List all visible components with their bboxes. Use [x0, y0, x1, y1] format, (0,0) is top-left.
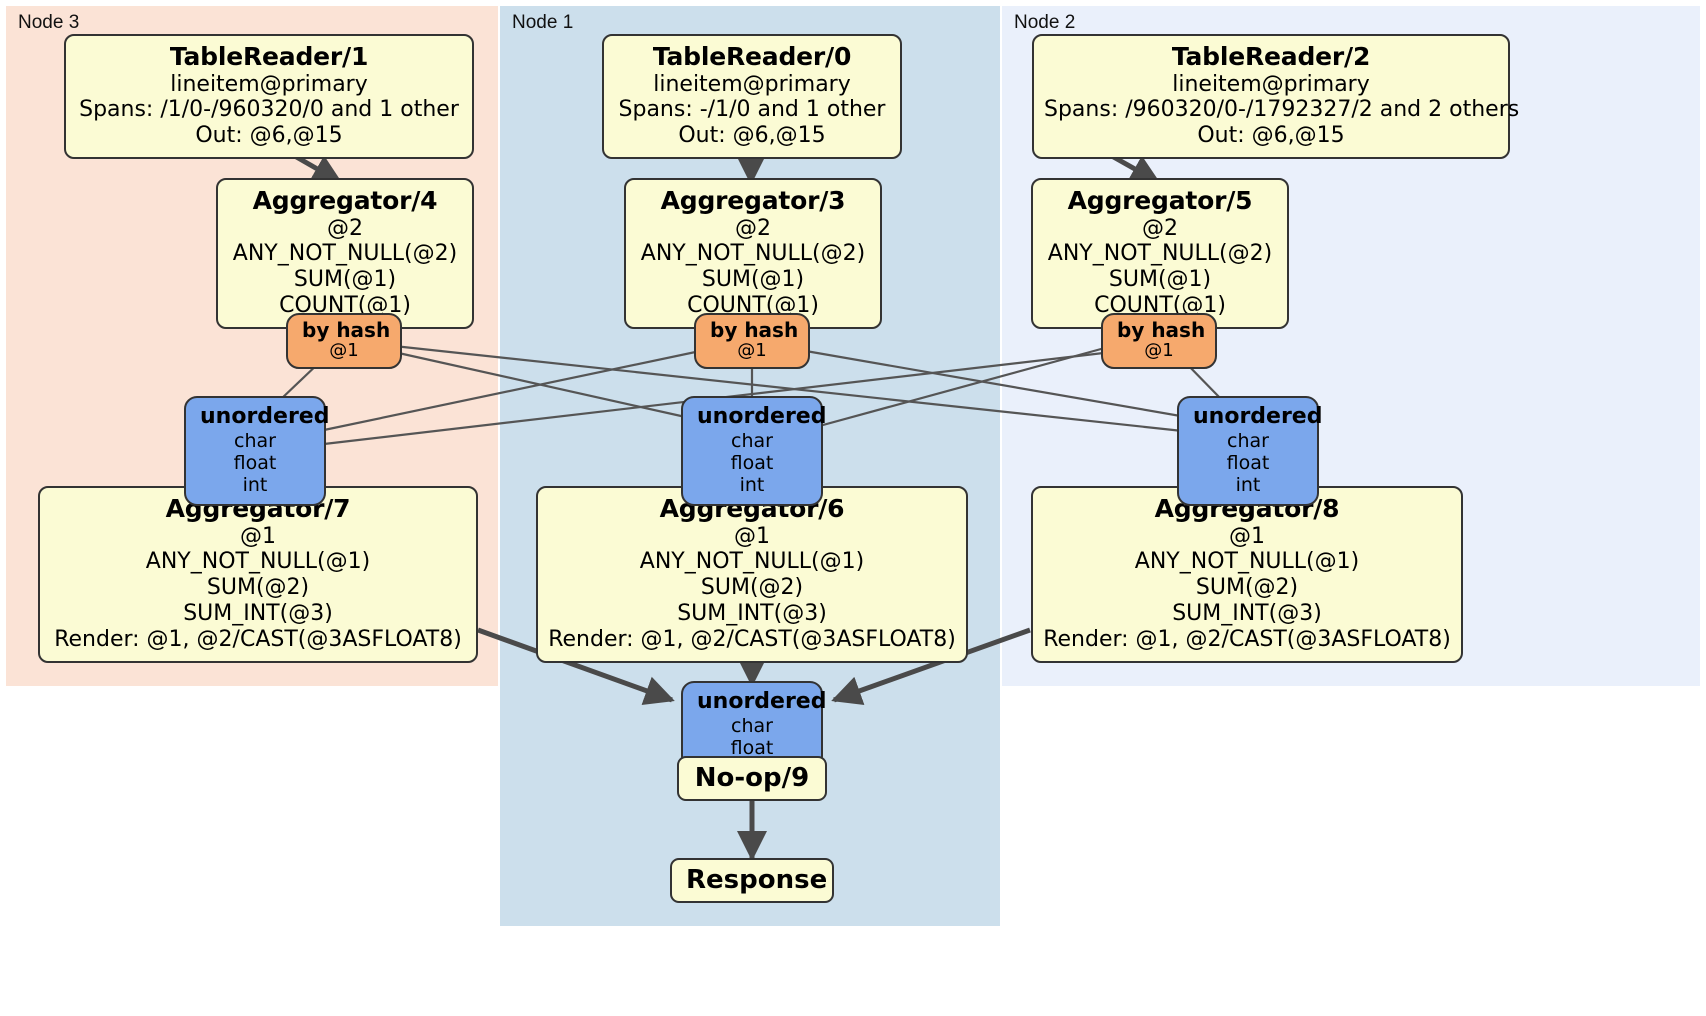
receiver-type-line: float: [233, 451, 277, 474]
processor-render-line: Render: @1, @2/CAST(@3ASFLOAT8): [1043, 627, 1451, 653]
processor-detail-line: ANY_NOT_NULL(@2): [1047, 241, 1273, 267]
processor-detail-line: ANY_NOT_NULL(@2): [232, 241, 458, 267]
processor-detail-line: Out: @6,@15: [1197, 123, 1345, 149]
processor-detail-line: @2: [1142, 215, 1178, 241]
receiver-type-line: char: [1227, 429, 1269, 452]
processor-detail-line: lineitem@primary: [1172, 71, 1370, 97]
receiver-title: unordered: [200, 404, 330, 429]
processor-noop-9[interactable]: No-op/9: [677, 756, 827, 801]
processor-title: TableReader/2: [1171, 42, 1371, 71]
processor-detail-line: SUM_INT(@3): [677, 601, 827, 627]
processor-title: No-op/9: [694, 763, 810, 793]
processor-aggregator-5[interactable]: Aggregator/5 @2 ANY_NOT_NULL(@2) SUM(@1)…: [1031, 178, 1289, 330]
processor-title: TableReader/1: [169, 42, 369, 71]
processor-detail-line: @1: [240, 523, 276, 549]
router-title: by hash: [302, 318, 391, 342]
router-detail-line: @1: [737, 340, 767, 361]
processor-detail-line: ANY_NOT_NULL(@1): [1134, 549, 1360, 575]
processor-aggregator-6[interactable]: Aggregator/6 @1 ANY_NOT_NULL(@1) SUM(@2)…: [536, 486, 968, 664]
processor-detail-line: Spans: /960320/0-/1792327/2 and 2 others: [1044, 97, 1520, 123]
node-panel-label-node1: Node 1: [512, 12, 574, 33]
router-by-hash-left[interactable]: by hash @1: [286, 313, 402, 369]
processor-detail-line: ANY_NOT_NULL(@1): [145, 549, 371, 575]
receiver-title: unordered: [697, 689, 827, 714]
router-by-hash-center[interactable]: by hash @1: [694, 313, 810, 369]
router-detail-line: @1: [329, 340, 359, 361]
processor-render-line: Render: @1, @2/CAST(@3ASFLOAT8): [54, 627, 462, 653]
processor-aggregator-4[interactable]: Aggregator/4 @2 ANY_NOT_NULL(@2) SUM(@1)…: [216, 178, 474, 330]
router-detail-line: @1: [1144, 340, 1174, 361]
processor-detail-line: SUM(@1): [293, 267, 397, 293]
processor-detail-line: SUM_INT(@3): [183, 601, 333, 627]
processor-detail-line: Spans: /1/0-/960320/0 and 1 other: [79, 97, 459, 123]
processor-detail-line: Out: @6,@15: [678, 123, 826, 149]
processor-detail-line: lineitem@primary: [653, 71, 851, 97]
processor-detail-line: ANY_NOT_NULL(@1): [639, 549, 865, 575]
processor-response[interactable]: Response: [670, 858, 834, 903]
router-title: by hash: [710, 318, 799, 342]
router-title: by hash: [1117, 318, 1206, 342]
processor-detail-line: SUM(@2): [700, 575, 804, 601]
processor-detail-line: lineitem@primary: [170, 71, 368, 97]
processor-title: Aggregator/3: [660, 186, 846, 215]
processor-detail-line: @1: [734, 523, 770, 549]
receiver-unordered-right[interactable]: unordered char float int: [1177, 396, 1323, 506]
router-by-hash-right[interactable]: by hash @1: [1101, 313, 1217, 369]
processor-detail-line: Out: @6,@15: [195, 123, 343, 149]
processor-detail-line: SUM_INT(@3): [1172, 601, 1322, 627]
processor-table-reader-0[interactable]: TableReader/0 lineitem@primary Spans: -/…: [602, 34, 902, 160]
receiver-title: unordered: [697, 404, 827, 429]
processor-title: Aggregator/5: [1067, 186, 1253, 215]
processor-detail-line: @2: [327, 215, 363, 241]
receiver-type-line: float: [730, 451, 774, 474]
processor-render-line: Render: @1, @2/CAST(@3ASFLOAT8): [548, 627, 956, 653]
processor-title: Response: [686, 865, 828, 895]
processor-detail-line: ANY_NOT_NULL(@2): [640, 241, 866, 267]
processor-aggregator-7[interactable]: Aggregator/7 @1 ANY_NOT_NULL(@1) SUM(@2)…: [38, 486, 478, 664]
node-panel-label-node2: Node 2: [1014, 12, 1076, 33]
processor-title: Aggregator/4: [252, 186, 438, 215]
processor-detail-line: @1: [1229, 523, 1265, 549]
receiver-type-line: float: [1226, 451, 1270, 474]
receiver-type-line: int: [242, 473, 268, 496]
receiver-unordered-left[interactable]: unordered char float int: [184, 396, 330, 506]
receiver-type-line: int: [739, 473, 765, 496]
processor-aggregator-8[interactable]: Aggregator/8 @1 ANY_NOT_NULL(@1) SUM(@2)…: [1031, 486, 1463, 664]
processor-detail-line: SUM(@1): [1108, 267, 1212, 293]
node-panel-label-node3: Node 3: [18, 12, 80, 33]
processor-detail-line: @2: [735, 215, 771, 241]
processor-detail-line: SUM(@2): [206, 575, 310, 601]
receiver-type-line: char: [731, 429, 773, 452]
receiver-title: unordered: [1193, 404, 1323, 429]
processor-table-reader-2[interactable]: TableReader/2 lineitem@primary Spans: /9…: [1032, 34, 1520, 160]
receiver-type-line: char: [731, 714, 773, 737]
processor-detail-line: SUM(@2): [1195, 575, 1299, 601]
receiver-type-line: char: [234, 429, 276, 452]
receiver-type-line: int: [1235, 473, 1261, 496]
processor-table-reader-1[interactable]: TableReader/1 lineitem@primary Spans: /1…: [64, 34, 474, 160]
processor-aggregator-3[interactable]: Aggregator/3 @2 ANY_NOT_NULL(@2) SUM(@1)…: [624, 178, 882, 330]
processor-title: TableReader/0: [652, 42, 852, 71]
receiver-unordered-final[interactable]: unordered char float: [681, 681, 827, 769]
processor-detail-line: Spans: -/1/0 and 1 other: [618, 97, 886, 123]
receiver-unordered-center[interactable]: unordered char float int: [681, 396, 827, 506]
receiver-type-line: float: [730, 736, 774, 759]
processor-detail-line: SUM(@1): [701, 267, 805, 293]
